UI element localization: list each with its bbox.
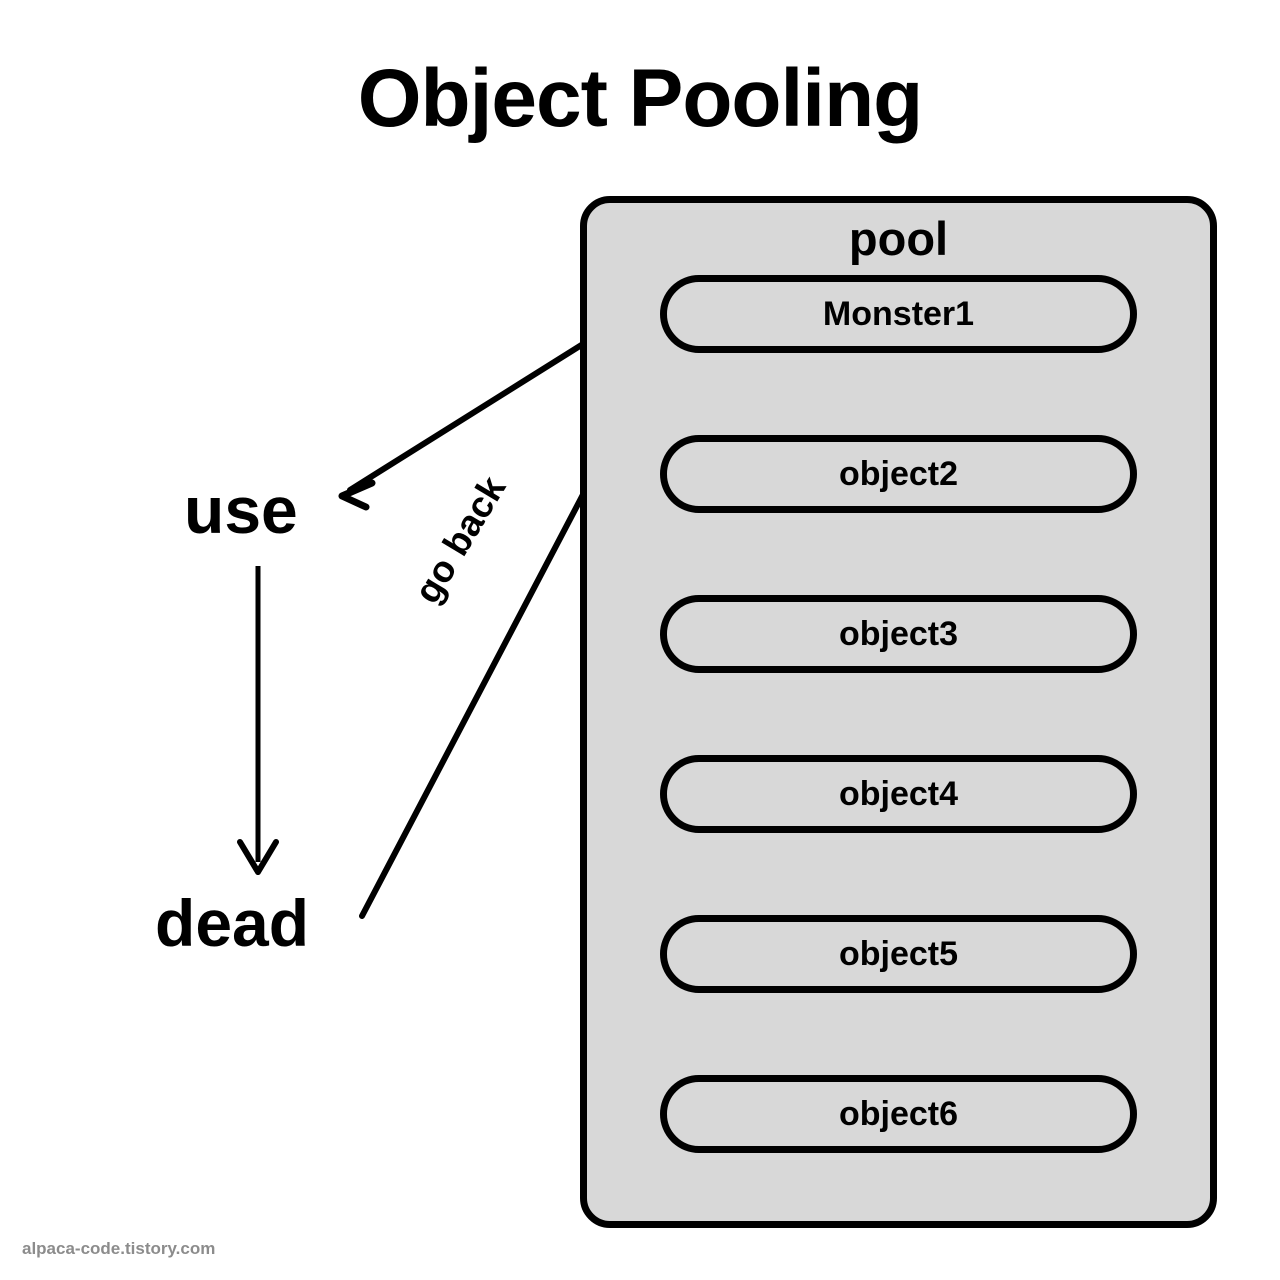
pool-item-label: object5 <box>838 935 959 973</box>
arrow-use-to-dead <box>237 566 279 875</box>
pool-container: pool Monster1 object2 object3 object4 ob… <box>580 196 1217 1228</box>
pool-item-label: Monster1 <box>822 295 975 333</box>
edge-label-go-back: go back <box>406 469 514 611</box>
pool-item-object3[interactable]: object3 <box>660 595 1137 673</box>
pool-item-object5[interactable]: object5 <box>660 915 1137 993</box>
state-label-dead: dead <box>155 886 310 960</box>
pool-item-label: object2 <box>838 455 959 493</box>
pool-item-object6[interactable]: object6 <box>660 1075 1137 1153</box>
pool-item-label: object3 <box>838 615 959 653</box>
pool-item-label: object4 <box>838 775 959 813</box>
watermark: alpaca-code.tistory.com <box>22 1239 216 1258</box>
pool-item-monster1[interactable]: Monster1 <box>660 275 1137 353</box>
page-title: Object Pooling <box>357 53 924 144</box>
pool-item-object2[interactable]: object2 <box>660 435 1137 513</box>
pool-item-label: object6 <box>838 1095 959 1133</box>
pool-title: pool <box>848 212 949 265</box>
pool-item-object4[interactable]: object4 <box>660 755 1137 833</box>
state-label-use: use <box>184 473 298 547</box>
